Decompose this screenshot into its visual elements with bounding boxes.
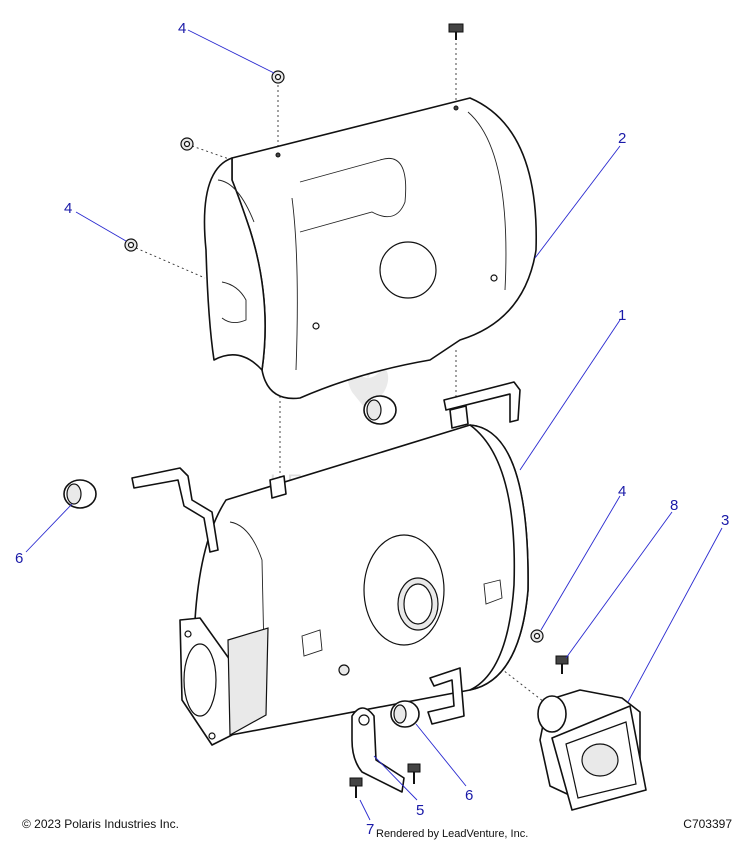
rubber-grommets [63, 395, 420, 728]
rendered-by-text: Rendered by LeadVenture, Inc. [376, 828, 529, 840]
callout-4-top: 4 [178, 20, 186, 37]
callout-4-left: 4 [64, 200, 72, 217]
callout-8: 8 [670, 497, 678, 514]
callout-6-bottom: 6 [465, 787, 473, 804]
inlet-flange [179, 617, 269, 746]
bolt-icon [407, 763, 421, 773]
muffler-tubes [131, 381, 521, 725]
leader-lines [25, 29, 723, 821]
callout-1: 1 [618, 307, 626, 324]
mounting-bracket [449, 405, 469, 429]
callout-3: 3 [721, 512, 729, 529]
copyright-text: © 2023 Polaris Industries Inc. [22, 817, 179, 831]
bolts [349, 629, 569, 798]
heat-shield [203, 97, 537, 400]
callout-7: 7 [366, 821, 374, 838]
flange-bolt-icon [448, 23, 464, 33]
callout-5: 5 [416, 802, 424, 819]
diagram-code: C703397 [683, 817, 732, 831]
shield-port-hole [379, 241, 437, 299]
bolt-icon [349, 777, 363, 787]
exhaust-tip [537, 689, 647, 811]
mounting-bracket [269, 475, 287, 499]
muffler-body [193, 405, 529, 739]
callout-6-left: 6 [15, 550, 23, 567]
exhaust-bracket [351, 707, 405, 793]
callout-labels: 4 2 4 1 6 4 8 3 5 6 7 [15, 20, 729, 838]
callout-4-right: 4 [618, 483, 626, 500]
callout-2: 2 [618, 130, 626, 147]
bolt-icon [555, 655, 569, 665]
shield-fasteners [124, 23, 464, 252]
